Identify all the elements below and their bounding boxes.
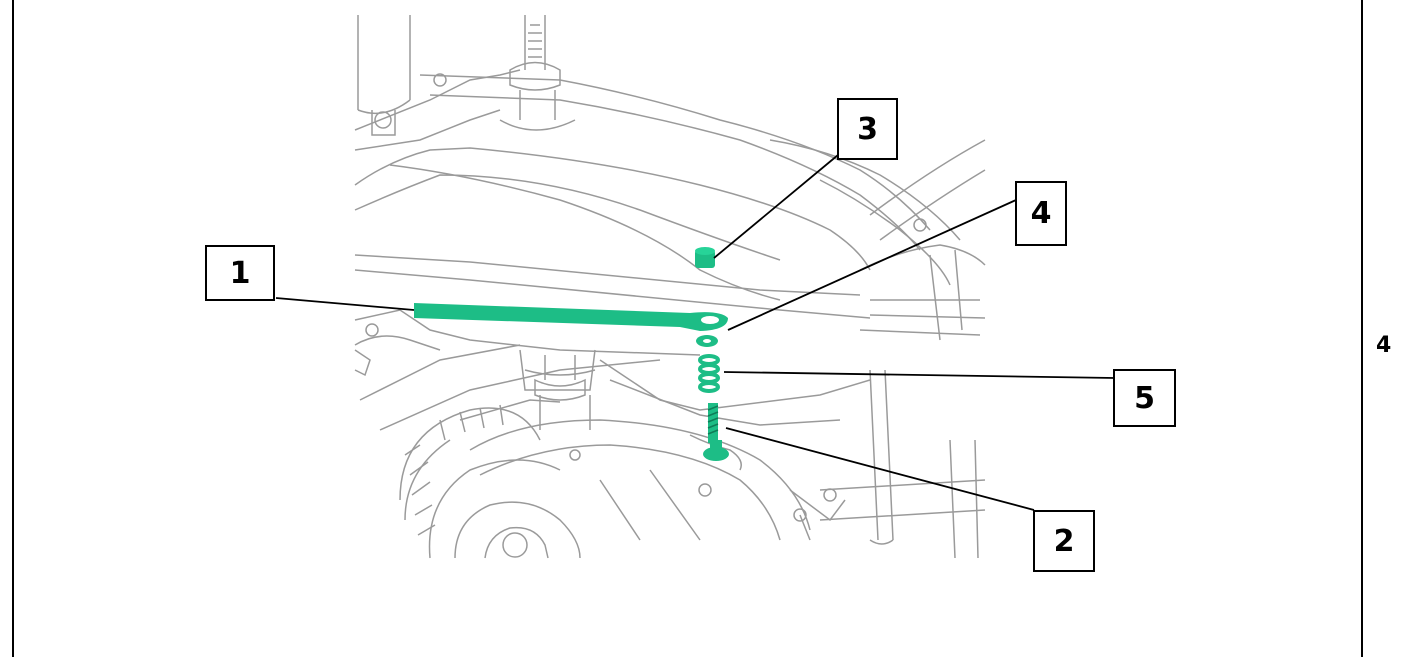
leader-line-2 xyxy=(725,427,1035,511)
callout-1: 1 xyxy=(205,245,275,301)
machine-line-drawing xyxy=(354,15,986,559)
callout-2: 2 xyxy=(1033,510,1095,572)
callout-3: 3 xyxy=(837,98,898,160)
leader-line-4 xyxy=(727,199,1017,331)
bolt xyxy=(703,403,729,461)
lever-hole xyxy=(701,316,719,324)
right-border-line xyxy=(1361,0,1363,657)
lever-bar xyxy=(414,303,728,331)
leader-lines xyxy=(275,154,1116,511)
spring xyxy=(698,354,720,393)
callout-5: 5 xyxy=(1113,369,1176,427)
page-number: 4 xyxy=(1376,333,1392,358)
nut xyxy=(695,250,715,268)
highlighted-parts xyxy=(414,247,729,461)
leader-line-1 xyxy=(275,297,415,311)
leader-line-5 xyxy=(723,371,1116,379)
callout-4: 4 xyxy=(1015,181,1067,246)
left-border-line xyxy=(12,0,14,657)
leader-line-3 xyxy=(713,154,839,259)
